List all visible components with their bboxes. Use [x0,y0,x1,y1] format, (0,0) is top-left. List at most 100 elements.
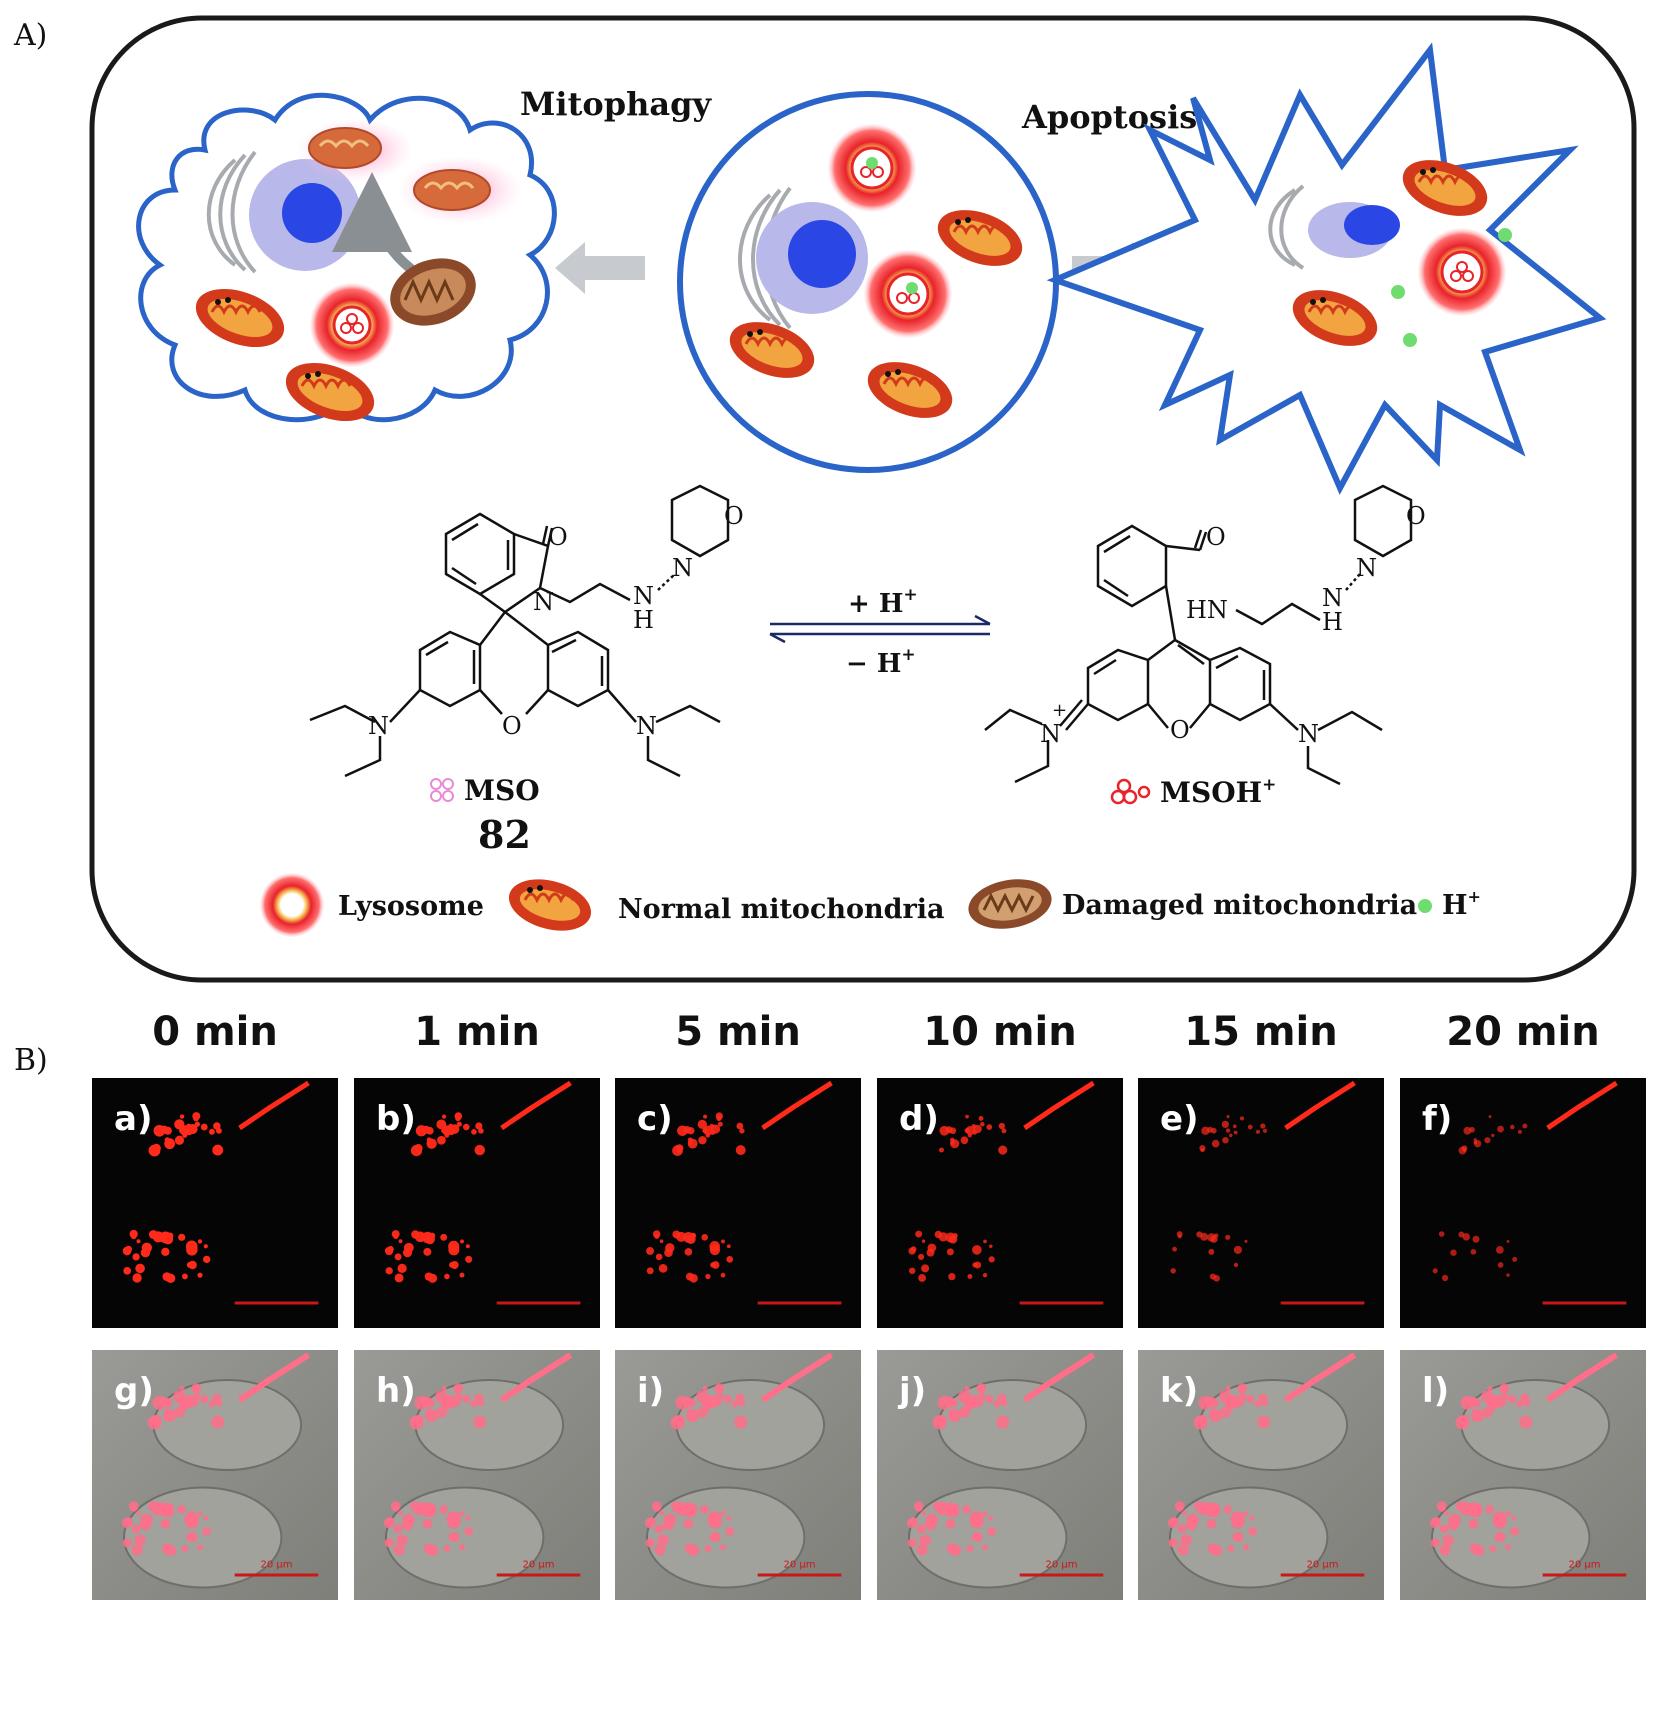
lysosome-spot [1497,1262,1504,1268]
lysosome-spot [1213,1274,1220,1282]
lysosome-spot [197,1510,203,1517]
lysosome-spot [977,1386,985,1394]
lysosome-spot [950,1504,959,1513]
lysosome-spot [980,1121,985,1127]
lysosome-spot [211,1415,225,1429]
lysosome-spot [988,1515,994,1521]
forward-label: + H+ [848,585,918,619]
lysosome-spot [177,1504,187,1514]
lysosome-spot [1210,1544,1223,1556]
msoh-name: MSOH+ [1160,775,1276,809]
lysosome-spot [654,1544,666,1556]
lysosome-spot [393,1233,399,1240]
lysosome-spot [646,1267,654,1275]
lysosome-spot [964,1385,970,1392]
lysosome-spot [136,1239,141,1244]
legend-lysosome-icon [260,873,324,937]
arrow-left-icon [555,242,645,294]
lysosome-icon [1418,228,1506,316]
lysosome-spot [1225,1234,1231,1240]
lysosome-spot [701,1234,708,1241]
lysosome-spot [671,1501,682,1512]
lysosome-spot [993,1400,1001,1408]
lysosome-spot [684,1248,693,1256]
atom-n: N [368,712,389,740]
lysosome-spot [701,1398,709,1407]
lysosome-spot [958,1406,970,1418]
lysosome-spot [1227,1544,1235,1552]
lysosome-spot [986,1124,993,1130]
lysosome-spot [1506,1273,1510,1277]
nucleus-icon [788,220,856,288]
time-point-label: 20 min [1446,1009,1599,1055]
lysosome-spot [1254,1400,1262,1408]
legend-proton-label: H+ [1442,887,1481,921]
lysosome-spot [700,1504,710,1514]
lysosome-spot [441,1385,447,1392]
lysosome-spot [465,1515,471,1521]
lysosome-spot [152,1418,161,1426]
lysosome-spot [465,1255,473,1263]
lysosome-spot [659,1239,664,1244]
lysosome-spot [1432,1268,1438,1274]
er-icon [1268,184,1305,270]
lysosome-spot [423,1247,432,1256]
cell-body [1168,1486,1329,1589]
lysosome-spot [1176,1505,1184,1512]
lysosome-spot [686,1409,700,1423]
msoh-icon [1110,778,1151,805]
lysosome-spot [1438,1231,1445,1237]
lysosome-spot [703,1114,708,1119]
lysosome-spot [121,1517,133,1529]
lysosome-spot [1257,1415,1271,1429]
normal-mito-icon [195,288,285,348]
lysosome-spot [663,1513,677,1526]
lysosome-spot [702,1385,708,1392]
lysosome-spot [1246,1394,1255,1404]
lysosome-spot [426,1138,437,1149]
lysosome-spot [1456,1501,1467,1512]
atom-h: H [633,606,654,634]
lysosome-spot [948,1409,962,1423]
lysosome-spot [1233,1245,1242,1254]
lysosome-spot [1168,1538,1178,1548]
lysosome-spot [178,1233,186,1241]
panel-letter: l) [1422,1371,1449,1411]
lysosome-spot [731,1400,739,1408]
panel-letter: i) [637,1371,664,1411]
lysosome-spot [385,1267,393,1275]
time-point-label: 1 min [414,1009,540,1055]
lysosome-spot [474,1393,484,1403]
mso-structure [309,484,730,778]
lysosome-spot [203,1244,208,1249]
lysosome-spot [1258,1393,1268,1403]
lysosome-spot [654,1524,664,1534]
lysosome-spot [153,1147,160,1154]
lysosome-spot [1206,1518,1217,1529]
lysosome-spot [427,1504,436,1513]
lysosome-spot [1232,1124,1237,1129]
lysosome-spot [1205,1396,1216,1407]
legend-normal-mito-icon [508,879,592,931]
lysosome-spot [396,1534,408,1547]
atom-o: O [724,502,744,530]
lysosome-spot [657,1534,669,1547]
lysosome-spot [717,1121,723,1127]
lysosome-spot [1225,1128,1231,1133]
lysosome-spot [403,1242,414,1253]
lysosome-spot [697,1119,708,1130]
cell-body [1430,1486,1591,1589]
lysosome-spot [1209,1409,1223,1423]
panel-letter: g) [114,1371,154,1411]
mso-name: MSO [464,774,540,807]
lysosome-icon [828,124,916,212]
lysosome-spot [735,1145,746,1156]
lysosome-spot [1504,1544,1512,1551]
fluorescence-image [354,1078,600,1328]
legend-damaged-label: Damaged mitochondria [1062,890,1417,921]
proton-icon [1403,333,1417,347]
panel-letter: j) [897,1371,926,1411]
lysosome-spot [998,1122,1005,1130]
scale-bar-label: 20 μm [783,1560,815,1571]
panel-a-label: A) [13,18,47,53]
